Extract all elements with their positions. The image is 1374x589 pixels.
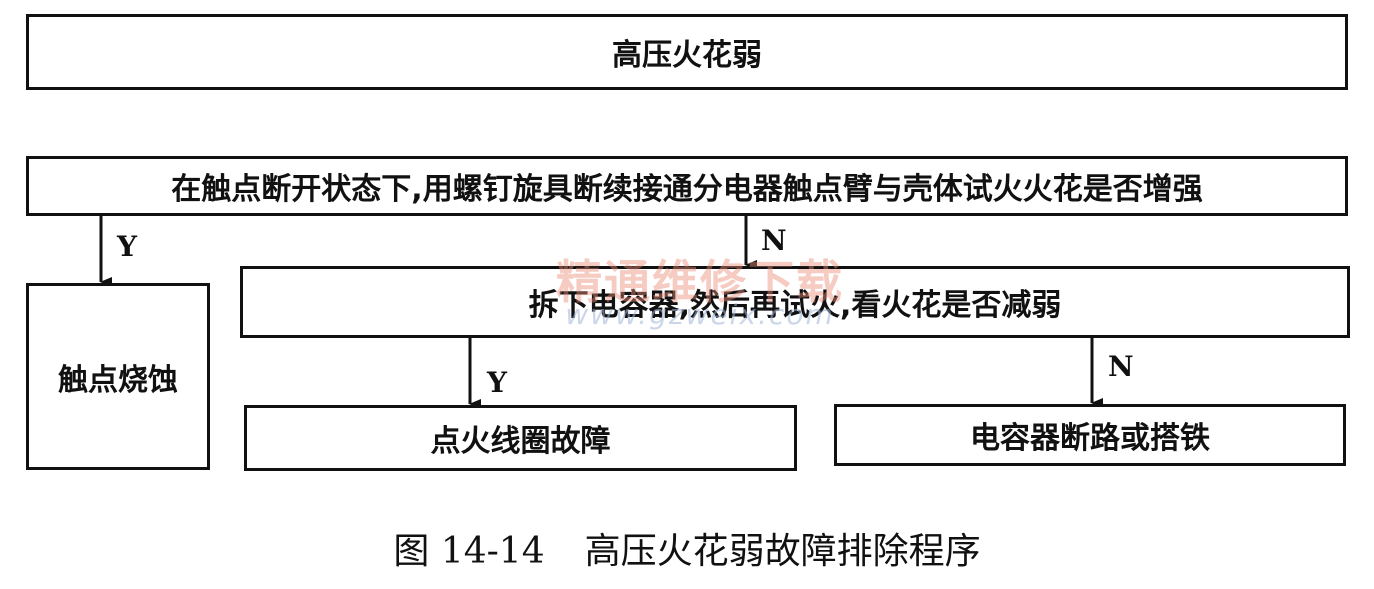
title-box: 高压火花弱	[26, 14, 1348, 90]
label-yes-coil: Y	[487, 366, 507, 399]
question2-box: 拆下电容器,然后再试火,看火花是否减弱	[240, 266, 1350, 338]
question1-text: 在触点断开状态下,用螺钉旋具断续接通分电器触点臂与壳体试火火花是否增强	[171, 172, 1203, 207]
result-coil-box: 点火线圈故障	[244, 405, 797, 471]
result-contact-box: 触点烧蚀	[26, 283, 210, 470]
question2-text: 拆下电容器,然后再试火,看火花是否减弱	[528, 288, 1062, 323]
label-no-capacitor: N	[1108, 350, 1134, 383]
result-capacitor-text: 电容器断路或搭铁	[970, 421, 1210, 456]
question1-box: 在触点断开状态下,用螺钉旋具断续接通分电器触点臂与壳体试火火花是否增强	[26, 156, 1348, 216]
figure-number: 图 14-14	[393, 531, 545, 572]
figure-caption-text: 高压火花弱故障排除程序	[584, 531, 981, 572]
label-yes-contact: Y	[117, 230, 137, 263]
result-coil-text: 点火线圈故障	[430, 424, 611, 459]
result-contact-text: 触点烧蚀	[58, 362, 178, 398]
label-no-q2: N	[761, 224, 787, 257]
result-capacitor-box: 电容器断路或搭铁	[834, 404, 1346, 466]
title-text: 高压火花弱	[612, 38, 762, 73]
figure-caption: 图 14-14 高压火花弱故障排除程序	[0, 522, 1374, 574]
